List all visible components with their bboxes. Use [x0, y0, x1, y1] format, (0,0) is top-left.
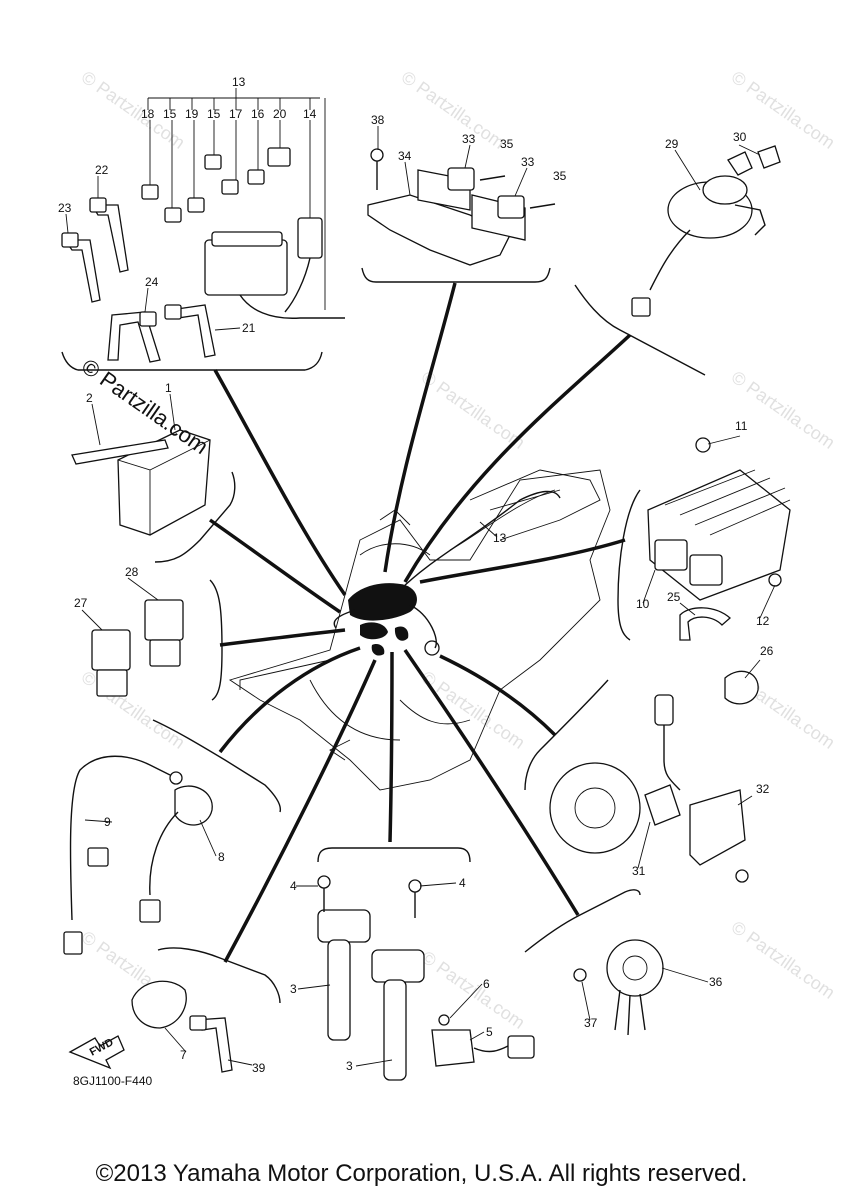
callout-26: 26 — [760, 644, 774, 658]
callout-1: 1 — [165, 381, 172, 395]
wiring-harness-center — [333, 490, 561, 656]
rectifier-group — [647, 437, 791, 705]
watermark-text: © Partzilla.com — [418, 947, 529, 1033]
neutral-switch-group — [131, 980, 233, 1073]
callout-37: 37 — [584, 1016, 598, 1030]
callout-33: 33 — [521, 155, 535, 169]
callout-29: 29 — [665, 137, 679, 151]
callout-25: 25 — [667, 590, 681, 604]
callout-15: 15 — [163, 107, 177, 121]
sensor-lead-group — [63, 755, 213, 955]
callout-13: 13 — [232, 75, 246, 89]
callout-35: 35 — [553, 169, 567, 183]
relay-group — [91, 599, 184, 697]
fwd-arrow: FWD — [68, 1035, 125, 1070]
callout-5: 5 — [486, 1025, 493, 1039]
callout-30: 30 — [733, 130, 747, 144]
callout-19: 19 — [185, 107, 199, 121]
ecu-group — [71, 429, 211, 536]
callout-33: 33 — [462, 132, 476, 146]
callout-13: 13 — [493, 531, 507, 545]
callout-34: 34 — [398, 149, 412, 163]
group-brackets — [61, 267, 706, 1004]
pickup-coil-group — [549, 694, 749, 883]
callout-12: 12 — [756, 614, 770, 628]
callout-35: 35 — [500, 137, 514, 151]
callout-3: 3 — [346, 1059, 353, 1073]
watermark-text: © Partzilla.com — [398, 67, 509, 153]
callout-17: 17 — [229, 107, 243, 121]
callout-6: 6 — [483, 977, 490, 991]
ignition-coil-group — [317, 875, 535, 1081]
callout-28: 28 — [125, 565, 139, 579]
relay-bracket-group — [367, 148, 556, 266]
copyright-notice: ©2013 Yamaha Motor Corporation, U.S.A. A… — [95, 1160, 748, 1187]
vehicle-outline — [228, 469, 611, 791]
watermark-text: © Partzilla.com — [418, 667, 529, 753]
callout-39: 39 — [252, 1061, 266, 1075]
callout-11: 11 — [735, 419, 748, 433]
callout-38: 38 — [371, 113, 385, 127]
callout-23: 23 — [58, 201, 72, 215]
callout-27: 27 — [74, 596, 88, 610]
callout-10: 10 — [636, 597, 650, 611]
callout-24: 24 — [145, 275, 159, 289]
fuse-box-group — [61, 88, 345, 363]
callout-16: 16 — [251, 107, 265, 121]
callout-31: 31 — [632, 864, 646, 878]
callout-20: 20 — [273, 107, 287, 121]
callout-2: 2 — [86, 391, 93, 405]
callout-7: 7 — [180, 1048, 187, 1062]
ignition-switch-group — [631, 145, 781, 317]
callout-18: 18 — [141, 107, 155, 121]
callout-32: 32 — [756, 782, 770, 796]
watermark-text: © Partzilla.com — [728, 917, 839, 1003]
callout-14: 14 — [303, 107, 317, 121]
callout-4: 4 — [459, 876, 466, 890]
callout-3: 3 — [290, 982, 297, 996]
watermark-text: © Partzilla.com — [418, 367, 529, 453]
callout-15: 15 — [207, 107, 221, 121]
watermark-text: © Partzilla.com — [728, 367, 839, 453]
diagram-code: 8GJ1100-F440 — [73, 1074, 152, 1088]
leader-lines — [208, 282, 632, 963]
callout-4: 4 — [290, 879, 297, 893]
callout-ticks — [65, 126, 776, 1067]
watermark-text: © Partzilla.com — [78, 667, 189, 753]
callout-8: 8 — [218, 850, 225, 864]
callout-22: 22 — [95, 163, 109, 177]
callout-36: 36 — [709, 975, 723, 989]
callout-21: 21 — [242, 321, 256, 335]
